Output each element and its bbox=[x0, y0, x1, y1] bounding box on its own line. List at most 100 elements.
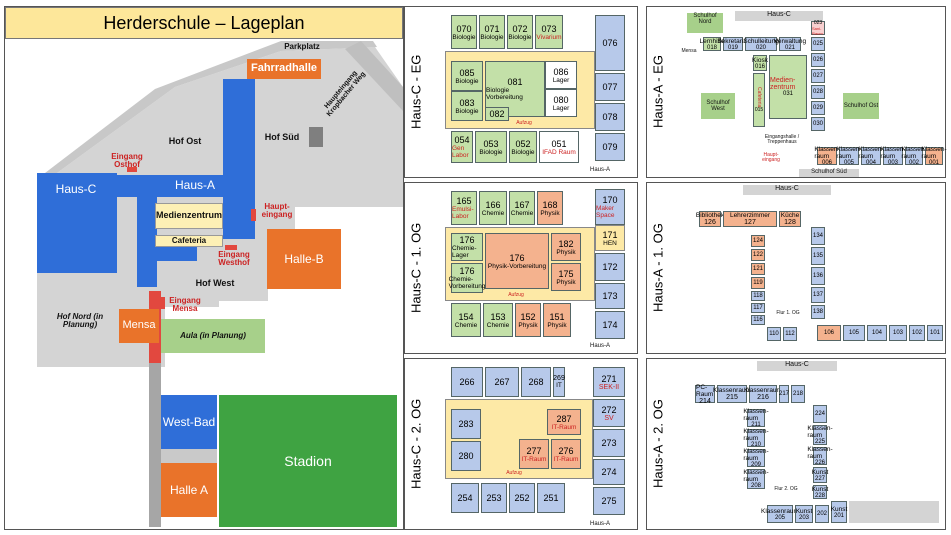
room-266: 266 bbox=[451, 367, 483, 397]
room-028: 028 bbox=[811, 85, 825, 99]
room-103: 103 bbox=[889, 325, 907, 341]
room-076: 076 bbox=[595, 15, 625, 71]
haus-c-building bbox=[37, 173, 117, 273]
room-283: 283 bbox=[451, 409, 481, 439]
haus-c-link-a-eg: Haus-C bbox=[735, 11, 823, 21]
room-078: 078 bbox=[595, 103, 625, 131]
haus-a-corridor-top bbox=[233, 79, 255, 93]
haus-a-og2-roof bbox=[849, 501, 939, 523]
room-121: 121 bbox=[751, 263, 765, 275]
aufzug-c-og2: Aufzug bbox=[506, 470, 522, 476]
room-025: 025 bbox=[811, 37, 825, 51]
mensa-arrow-label: Mensa bbox=[681, 48, 697, 54]
room-027: 027 bbox=[811, 69, 825, 83]
haus-a-bottom-wing bbox=[137, 247, 197, 261]
site-plan-panel: Herderschule – Lageplan Parkplatz Fahrra… bbox=[4, 6, 404, 530]
eingang-westhof-marker bbox=[225, 245, 237, 250]
haus-a-link-c-eg: Haus-A bbox=[589, 167, 610, 173]
room-135: 135 bbox=[811, 247, 825, 265]
eingang-mensa-label: Eingang Mensa bbox=[169, 296, 201, 314]
room-124: 124 bbox=[751, 235, 765, 247]
room-136: 136 bbox=[811, 267, 825, 285]
room-137: 137 bbox=[811, 287, 825, 303]
room-077: 077 bbox=[595, 73, 625, 101]
halle-a: Halle A bbox=[161, 463, 217, 517]
mensa: Mensa bbox=[119, 309, 159, 343]
room-079: 079 bbox=[595, 133, 625, 161]
room-218: 218 bbox=[791, 385, 805, 403]
eingang-mensa-marker bbox=[159, 297, 165, 309]
hof-ost-label: Hof Ost bbox=[168, 136, 202, 146]
room-030: 030 bbox=[811, 117, 825, 131]
room-026: 026 bbox=[811, 53, 825, 67]
haus-c-eg-label: Haus-C - EG bbox=[408, 54, 424, 130]
haus-c-link-a-og1: Haus-C bbox=[743, 185, 831, 195]
room-105: 105 bbox=[843, 325, 865, 341]
fahrradhalle: Fahrradhalle bbox=[247, 59, 321, 79]
room-122: 122 bbox=[751, 249, 765, 261]
haupteingang-marker bbox=[251, 209, 256, 221]
room-254: 254 bbox=[451, 483, 479, 513]
haus-c-og1-label: Haus-C - 1. OG bbox=[408, 222, 424, 314]
room-117: 117 bbox=[751, 303, 765, 313]
halle-b: Halle-B bbox=[267, 229, 341, 289]
haus-a-label: Haus-A bbox=[174, 178, 215, 192]
room-280: 280 bbox=[451, 441, 481, 471]
aufzug-c-eg: Aufzug bbox=[516, 120, 532, 126]
schulhof-sued: Schulhof Süd bbox=[799, 169, 859, 177]
room-102: 102 bbox=[909, 325, 925, 341]
room-106: 106 bbox=[817, 325, 841, 341]
haus-a-left-wing bbox=[137, 175, 157, 287]
room-110: 110 bbox=[767, 327, 781, 341]
haus-a-eg-label: Haus-A - EG bbox=[650, 55, 666, 129]
